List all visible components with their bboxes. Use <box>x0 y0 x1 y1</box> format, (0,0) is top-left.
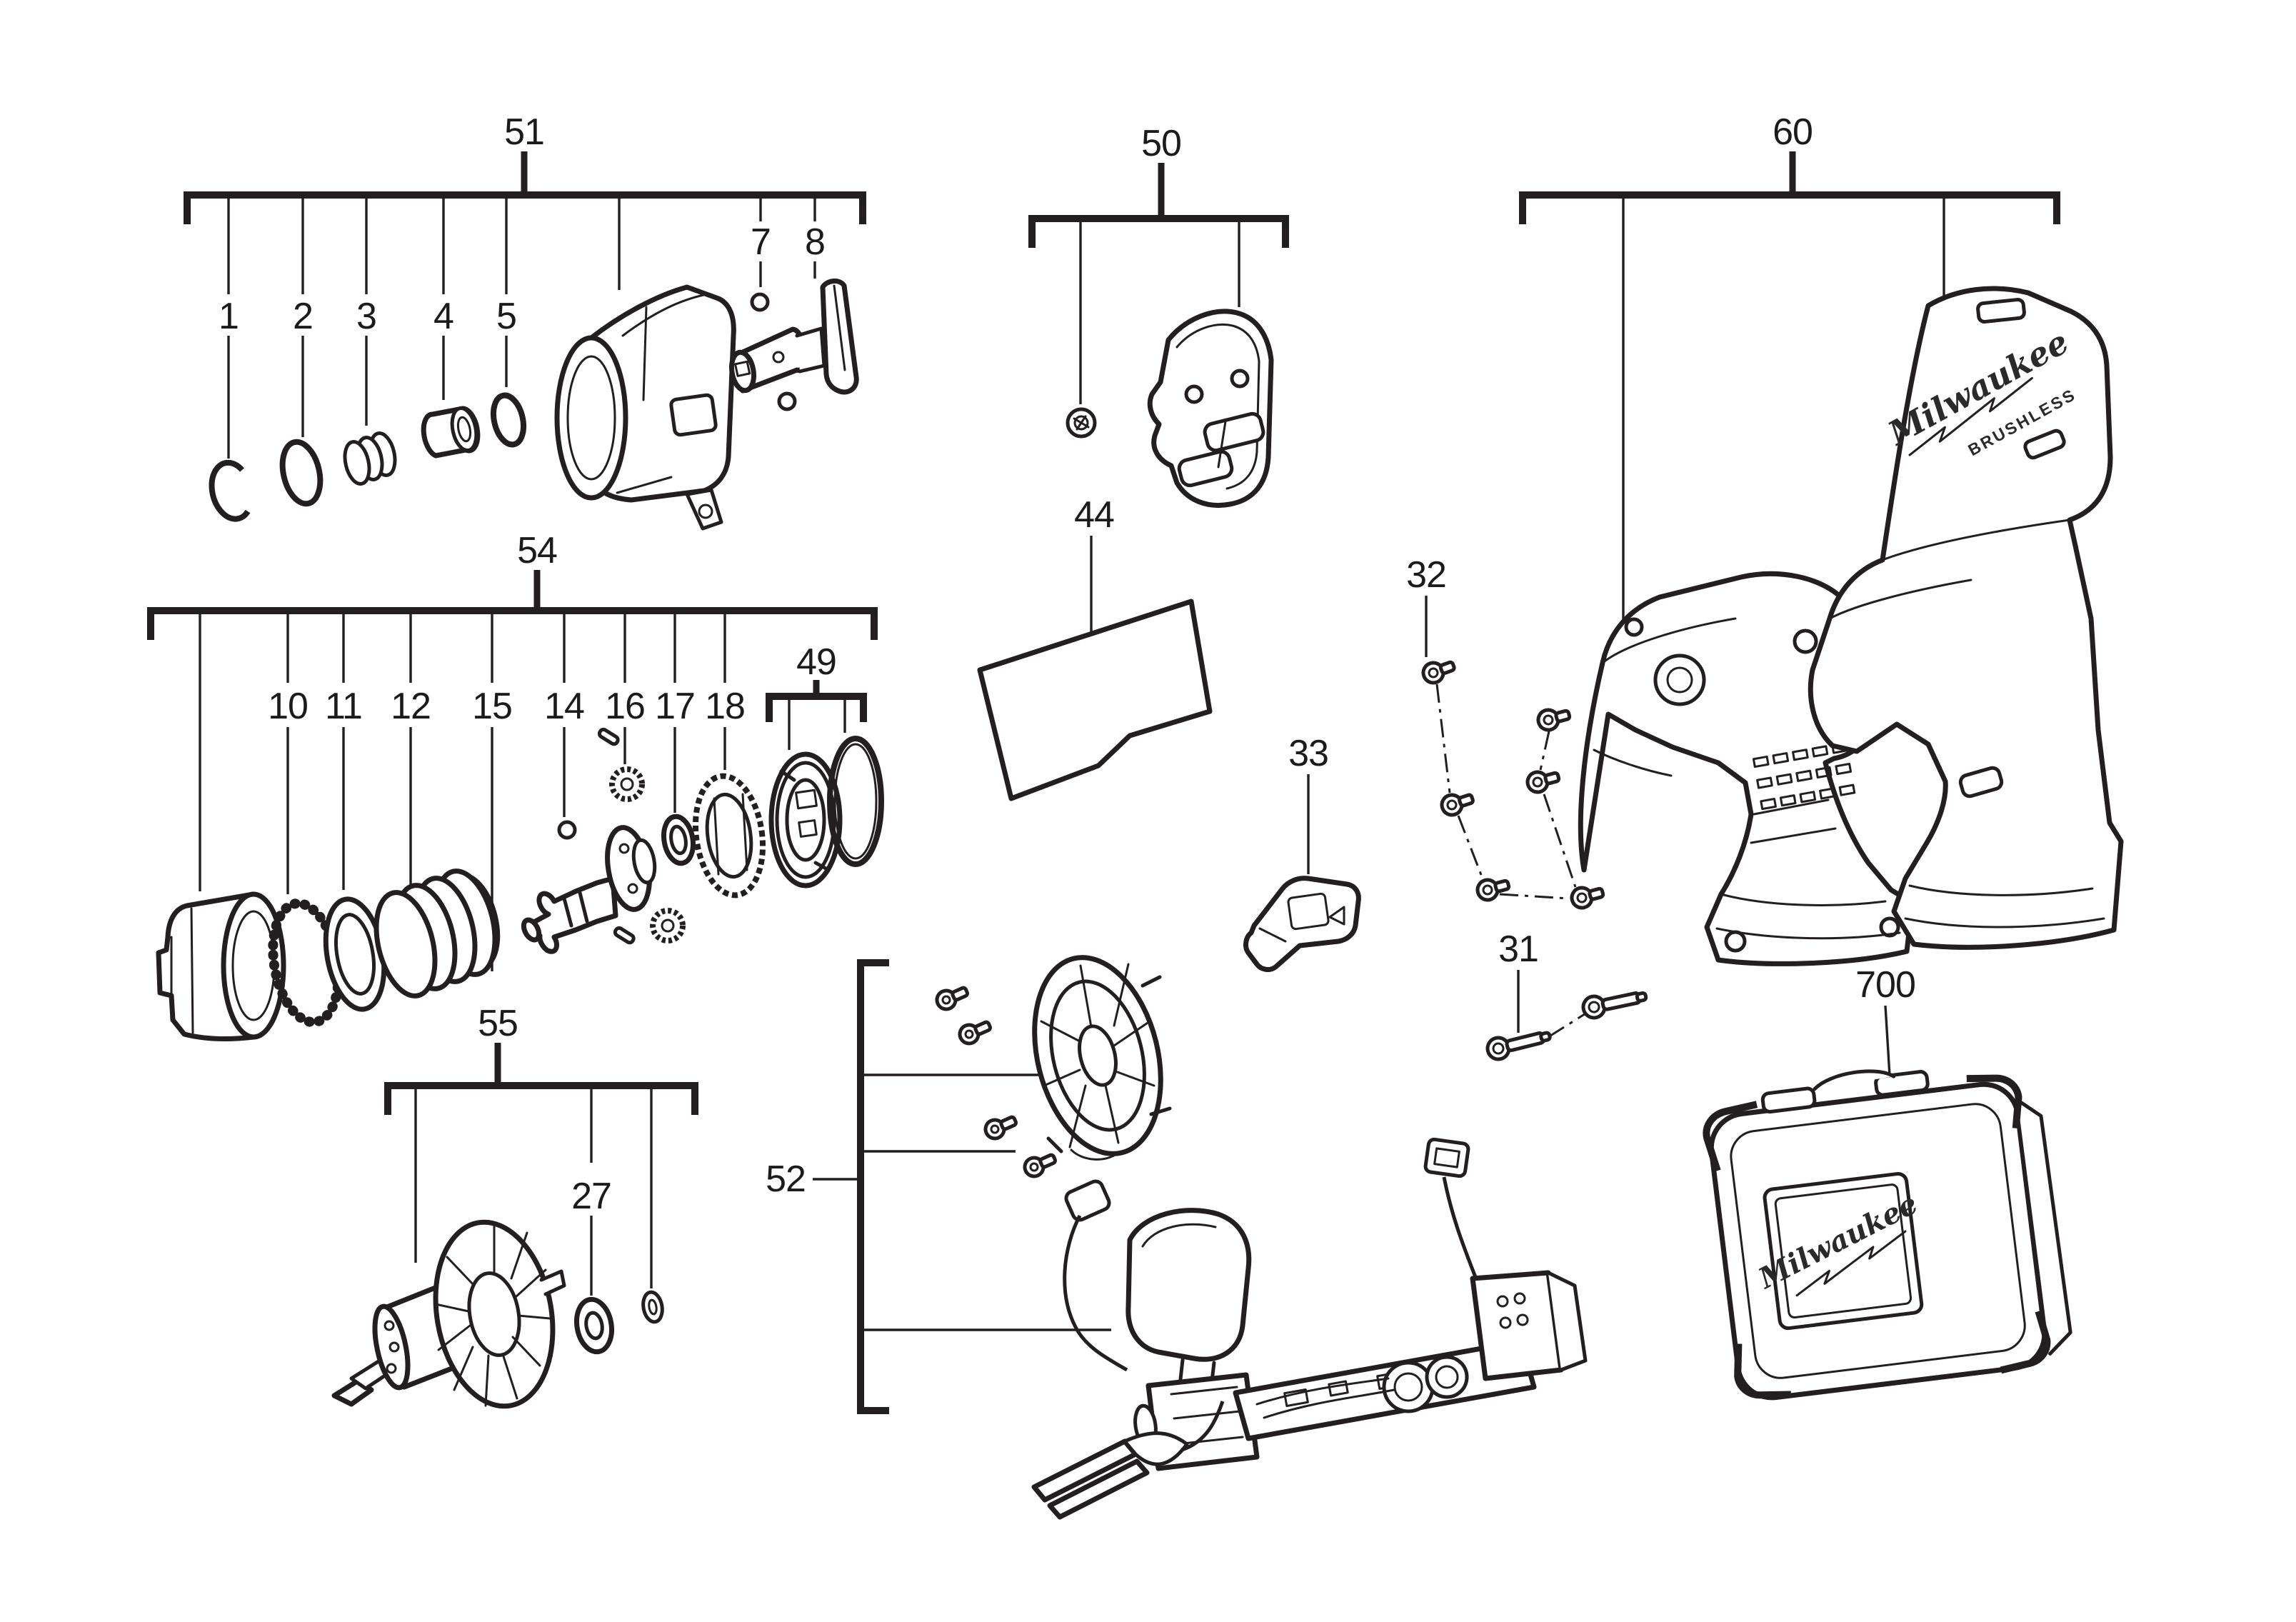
leader-lines-60 <box>1622 199 1945 629</box>
part-2-o-ring <box>279 439 324 507</box>
part-55-rotor <box>331 1219 566 1409</box>
exploded-group-51: 51 1 2 3 4 5 7 8 <box>184 111 866 531</box>
leader-lines-52 <box>813 1073 1111 1331</box>
part-52-switch-assembly <box>1031 1137 1588 1520</box>
group-label-44: 44 <box>1074 494 1114 536</box>
exploded-group-54: 54 10 11 12 15 14 16 17 18 <box>147 530 878 1042</box>
part-7-detent-ball <box>750 292 770 312</box>
part-700-carrying-case: Milwaukee <box>1703 1069 2072 1401</box>
part-label-14: 14 <box>544 686 584 727</box>
part-1-retaining-ring <box>209 459 251 522</box>
leader-lines-54 <box>199 614 726 971</box>
part-label-17: 17 <box>655 686 695 727</box>
exploded-group-31: 31 <box>1485 928 1648 1061</box>
exploded-group-52: 52 <box>766 955 1588 1520</box>
group-label-54: 54 <box>517 530 557 571</box>
bracket-60 <box>1519 191 2060 224</box>
part-4-bushing <box>421 406 481 459</box>
exploded-group-50: 50 <box>1028 123 1289 508</box>
part-44-warning-label-sheet <box>977 599 1213 801</box>
part-18-cam-gear <box>692 773 766 898</box>
leader-line-700 <box>1884 1005 1891 1076</box>
part-51-gearcase-housing <box>554 284 736 531</box>
bracket-55 <box>384 1082 698 1115</box>
part-label-3: 3 <box>356 296 376 337</box>
part-52-stator <box>1032 955 1172 1161</box>
part-label-12: 12 <box>391 686 431 727</box>
part-32-screws <box>1421 660 1605 910</box>
part-50-belt-clip <box>1147 309 1274 508</box>
group-label-700: 700 <box>1855 964 1915 1006</box>
case-logo-plate: Milwaukee <box>1752 1171 1924 1331</box>
exploded-group-60: 60 <box>1519 111 2124 966</box>
group-label-32: 32 <box>1406 554 1446 596</box>
part-54-pin-lower <box>613 926 636 945</box>
part-14-detent-ball <box>557 820 577 840</box>
part-16-planet-gear-upper <box>609 766 645 802</box>
part-33-led-lens <box>1243 876 1361 972</box>
housing-vent-grid <box>1752 741 1856 811</box>
part-52-stator-screws <box>935 986 1057 1178</box>
part-8-anvil <box>729 279 859 395</box>
leader-lines-50 <box>1079 222 1240 404</box>
screw-alignment-line-31 <box>1548 1011 1588 1038</box>
leader-lines-49 <box>788 700 846 750</box>
part-label-16: 16 <box>605 686 645 727</box>
bracket-52 <box>857 959 889 1414</box>
part-50-screw-nut <box>1066 407 1097 439</box>
group-label-51: 51 <box>504 111 544 153</box>
bracket-54 <box>147 607 878 640</box>
part-label-11: 11 <box>325 686 362 727</box>
part-54-spindle <box>521 825 657 954</box>
part-49-ring-gear <box>768 751 843 888</box>
part-49-o-ring <box>827 736 884 867</box>
part-label-18: 18 <box>705 686 745 727</box>
exploded-group-32: 32 <box>1406 554 1605 910</box>
part-54-pin-upper <box>597 727 620 746</box>
part-label-2: 2 <box>293 296 313 337</box>
part-label-10: 10 <box>268 686 308 727</box>
part-5-o-ring <box>490 392 527 448</box>
part-label-15: 15 <box>472 686 512 727</box>
group-label-52: 52 <box>766 1158 806 1200</box>
part-60-housing-right-half: Milwaukee BRUSHLESS <box>1808 286 2124 950</box>
part-label-5: 5 <box>496 296 516 337</box>
exploded-group-700: 700 Milwaukee <box>1703 964 2072 1401</box>
part-55-retaining-washer <box>641 1290 664 1324</box>
group-label-60: 60 <box>1773 111 1813 153</box>
exploded-group-44: 44 <box>977 494 1213 801</box>
part-31-screws <box>1485 991 1648 1061</box>
part-16-planet-gear-lower <box>650 908 686 943</box>
part-7b-detent-ball <box>777 391 797 411</box>
part-12-spring <box>374 868 501 998</box>
part-27-bearing <box>574 1296 614 1355</box>
part-11-washer <box>323 896 387 1012</box>
exploded-group-33: 33 <box>1243 733 1361 972</box>
leader-lines-55 <box>414 1089 653 1296</box>
exploded-group-49: 49 <box>766 641 884 888</box>
group-label-50: 50 <box>1141 123 1181 164</box>
part-54-hammer <box>156 891 286 1042</box>
leader-lines-51 <box>227 199 816 459</box>
part-label-4: 4 <box>433 296 453 337</box>
part-3-spring-washers <box>343 431 397 486</box>
bracket-49 <box>766 693 867 722</box>
group-label-55: 55 <box>478 1003 518 1044</box>
part-label-27: 27 <box>571 1176 611 1217</box>
bracket-50 <box>1028 215 1289 248</box>
part-label-8: 8 <box>805 221 825 263</box>
bracket-51 <box>184 191 866 224</box>
exploded-group-55: 55 27 <box>331 1003 698 1409</box>
group-label-33: 33 <box>1288 733 1328 774</box>
group-label-49: 49 <box>796 641 836 683</box>
group-label-31: 31 <box>1498 928 1538 970</box>
part-label-1: 1 <box>219 296 239 337</box>
part-label-7: 7 <box>751 221 771 263</box>
part-17-bushing <box>661 813 696 866</box>
